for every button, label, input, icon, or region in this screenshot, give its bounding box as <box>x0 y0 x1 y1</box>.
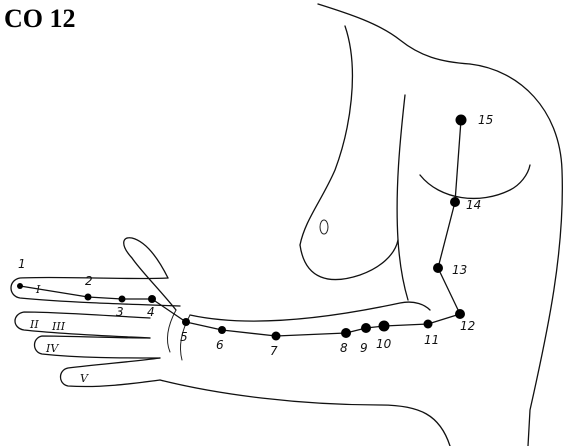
label-point-8: 8 <box>340 341 348 355</box>
point-7 <box>272 332 281 341</box>
point-9 <box>361 323 371 333</box>
point-6 <box>218 326 226 334</box>
label-point-2: 2 <box>85 274 93 288</box>
point-10 <box>379 321 390 332</box>
point-1 <box>17 283 23 289</box>
finger-mark-4: IV <box>45 342 59 355</box>
finger-mark-3: III <box>51 320 66 333</box>
label-point-4: 4 <box>147 305 155 319</box>
point-11 <box>424 320 433 329</box>
point-14 <box>450 197 460 207</box>
chest-outline <box>300 26 352 245</box>
point-3 <box>119 296 126 303</box>
label-point-7: 7 <box>270 344 278 358</box>
forearm-lower-outline <box>160 380 450 446</box>
label-point-14: 14 <box>466 198 481 212</box>
label-point-3: 3 <box>116 305 124 319</box>
label-point-15: 15 <box>478 113 493 127</box>
wrist-crease <box>168 310 176 352</box>
point-4 <box>148 295 156 303</box>
nipple <box>320 220 328 234</box>
label-point-11: 11 <box>424 333 439 347</box>
point-2 <box>85 294 92 301</box>
acupuncture-points <box>17 115 467 341</box>
little-finger-outline <box>61 358 161 387</box>
point-15 <box>456 115 467 126</box>
label-point-5: 5 <box>180 330 188 344</box>
finger-mark-1: I <box>35 283 41 296</box>
label-point-9: 9 <box>360 341 368 355</box>
forearm-upper-outline <box>190 302 430 321</box>
point-5 <box>182 318 190 326</box>
neck-outline <box>318 4 470 64</box>
label-point-13: 13 <box>452 263 467 277</box>
upper-arm-inner-outline <box>397 95 408 300</box>
label-point-10: 10 <box>376 337 392 351</box>
deltoid-curve <box>420 165 530 198</box>
finger-mark-5: V <box>80 372 89 385</box>
finger-mark-2: II <box>29 318 39 331</box>
label-point-12: 12 <box>460 319 475 333</box>
label-point-1: 1 <box>18 257 26 271</box>
point-12 <box>455 309 465 319</box>
pectoral-outline <box>300 240 398 280</box>
label-point-6: 6 <box>216 338 224 352</box>
point-8 <box>341 328 351 338</box>
point-13 <box>433 263 443 273</box>
